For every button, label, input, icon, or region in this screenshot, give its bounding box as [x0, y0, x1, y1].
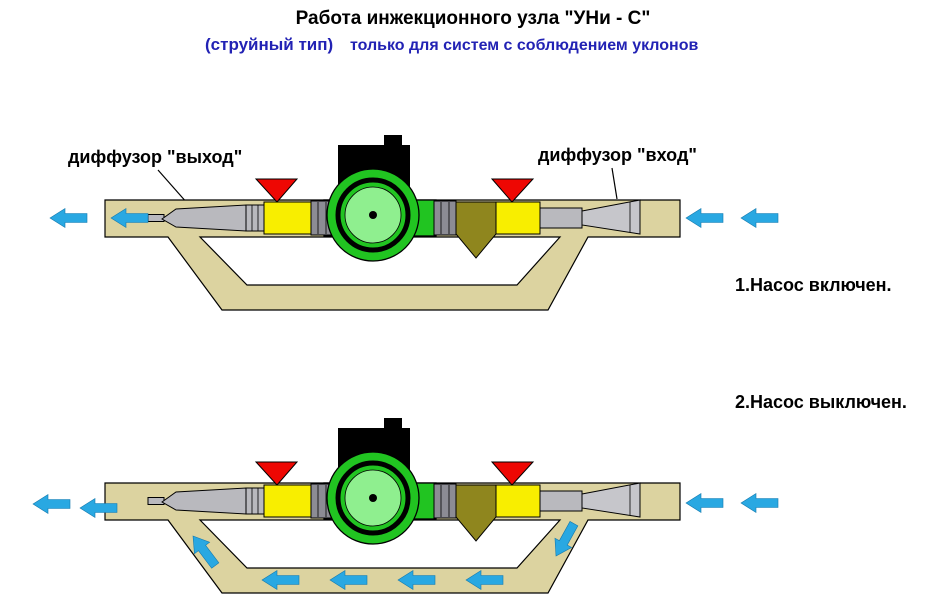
flow-arrow — [32, 494, 71, 514]
caption-state-2: 2.Насос выключен. — [735, 392, 907, 412]
caption-state-1: 1.Насос включен. — [735, 275, 892, 295]
label-diffuser-out: диффузор "выход" — [68, 147, 242, 167]
flow-arrow — [740, 493, 779, 513]
flow-arrow — [49, 208, 88, 228]
flow-arrow — [740, 208, 779, 228]
subtitle-note: только для систем с соблюдением уклонов — [350, 37, 698, 54]
diagram-state-2-assembly — [105, 418, 680, 593]
pointer-line-out — [157, 169, 189, 205]
flow-arrow — [685, 493, 724, 513]
page-title: Работа инжекционного узла "УНи - С" — [296, 8, 651, 29]
subtitle-type: (струйный тип) — [205, 35, 333, 54]
label-diffuser-in: диффузор "вход" — [538, 145, 697, 165]
pointer-line-in — [611, 167, 618, 200]
flow-arrow — [685, 208, 724, 228]
